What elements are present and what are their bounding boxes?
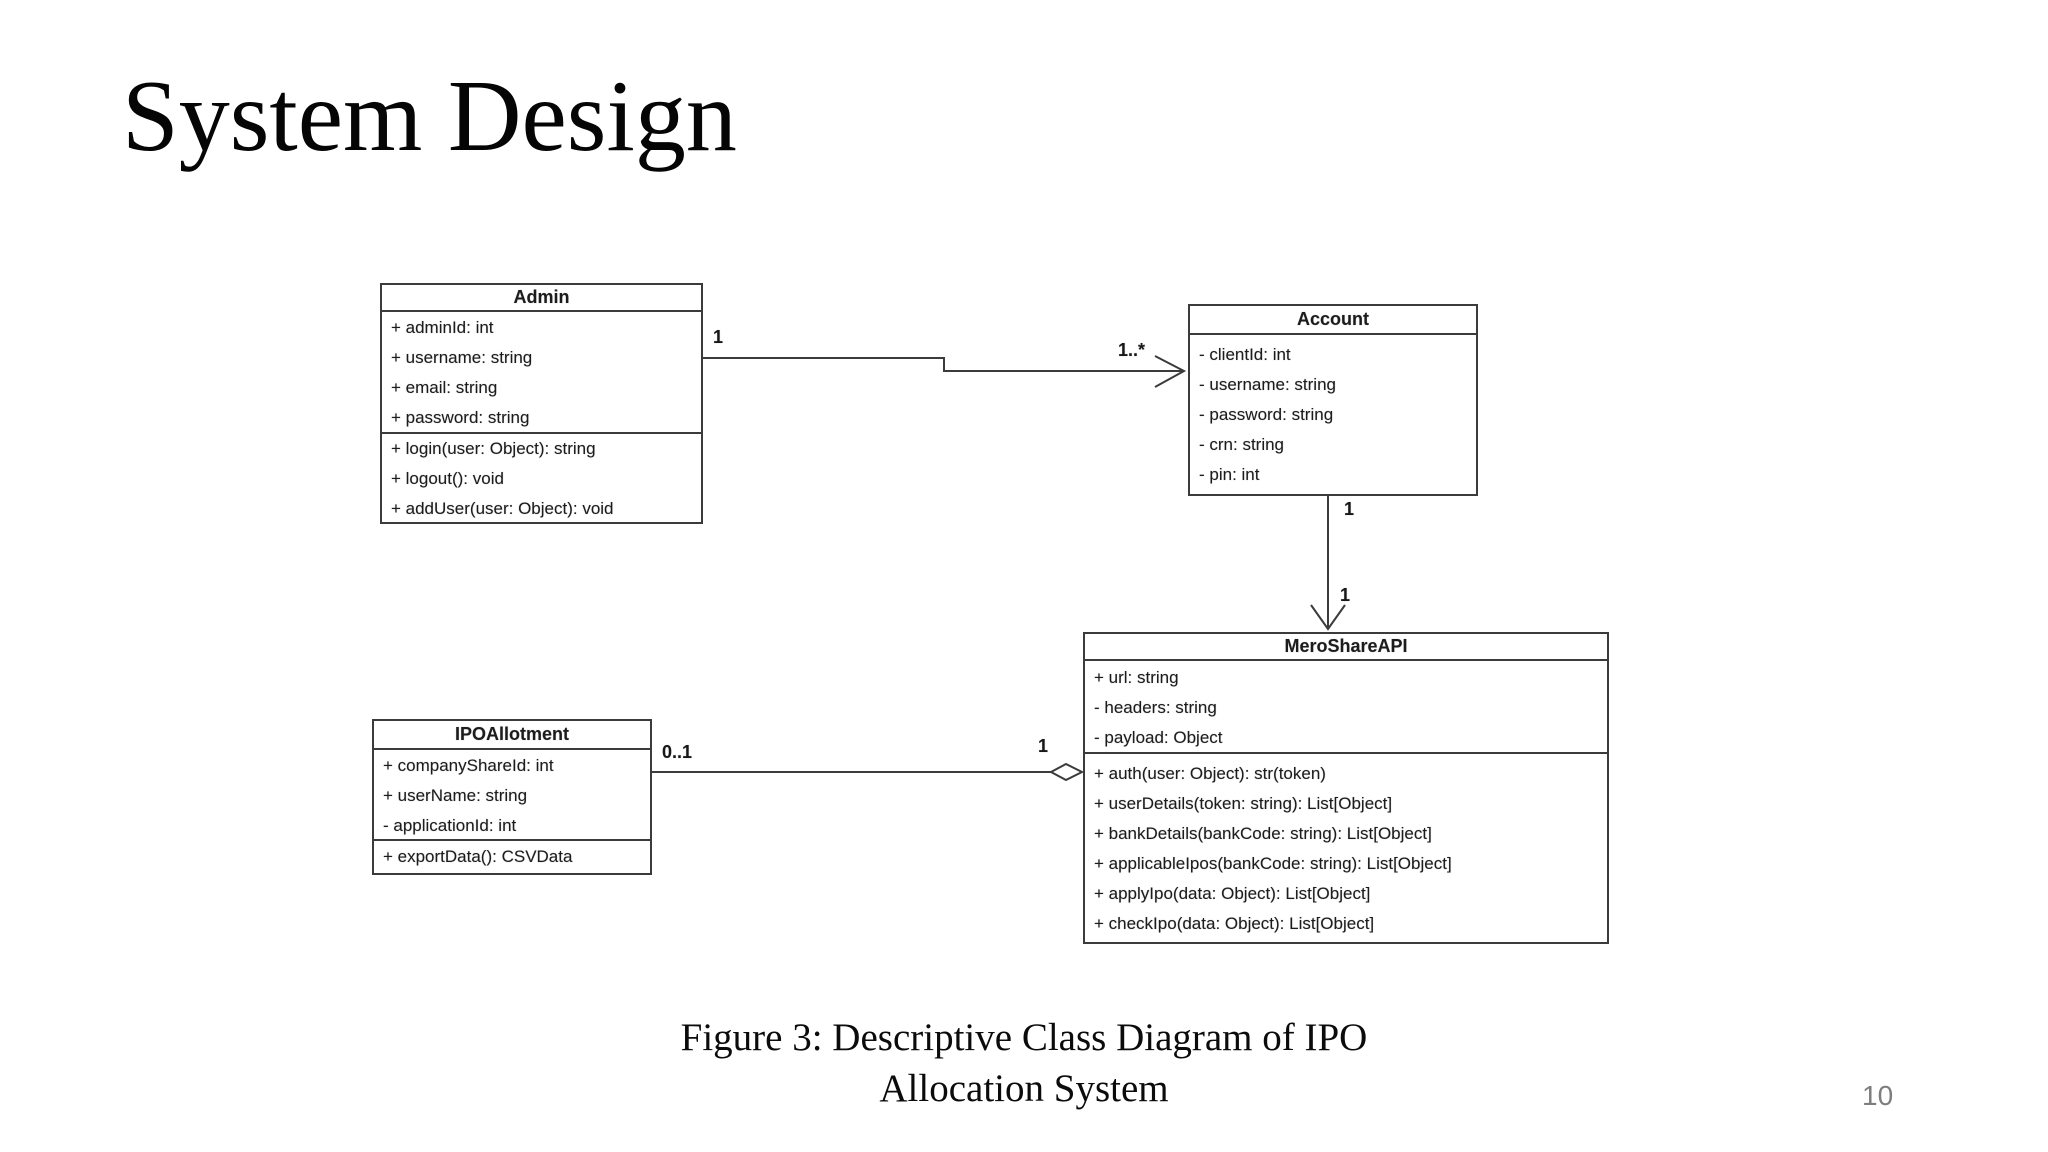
method-row: + exportData(): CSVData	[383, 847, 573, 866]
merosshareapi-attributes: + url: string - headers: string - payloa…	[1085, 659, 1607, 752]
multiplicity-ipoallotment-end: 0..1	[662, 742, 693, 762]
attribute-row: + userName: string	[383, 786, 528, 805]
attribute-row: - password: string	[1199, 405, 1334, 424]
class-name-ipoallotment: IPOAllotment	[454, 724, 569, 744]
attribute-row: + email: string	[391, 378, 498, 397]
multiplicity-admin-end: 1	[713, 327, 724, 347]
page-title: System Design	[122, 60, 737, 173]
figure-caption-line2: Allocation System	[879, 1067, 1169, 1110]
attribute-row: - pin: int	[1199, 465, 1260, 484]
ipoallotment-attributes: + companyShareId: int + userName: string…	[374, 748, 650, 839]
attribute-row: - headers: string	[1094, 698, 1217, 717]
aggregation-diamond-icon	[1048, 762, 1085, 782]
admin-attributes: + adminId: int + username: string + emai…	[382, 310, 701, 432]
attribute-row: - applicationId: int	[383, 816, 517, 835]
class-name-admin: Admin	[513, 287, 570, 307]
method-row: + applicableIpos(bankCode: string): List…	[1094, 854, 1452, 873]
method-row: + bankDetails(bankCode: string): List[Ob…	[1094, 824, 1432, 843]
attribute-row: + password: string	[391, 408, 530, 427]
multiplicity-merosshareapi-top: 1	[1340, 585, 1351, 605]
admin-account-arrowhead-icon	[1154, 355, 1187, 388]
multiplicity-merosshareapi-left: 1	[1038, 736, 1049, 756]
method-row: + userDetails(token: string): List[Objec…	[1094, 794, 1393, 813]
figure-caption: Figure 3: Descriptive Class Diagram of I…	[424, 1012, 1624, 1114]
method-row: + auth(user: Object): str(token)	[1094, 764, 1326, 783]
attribute-row: - payload: Object	[1094, 728, 1223, 747]
attribute-row: + adminId: int	[391, 318, 494, 337]
attribute-row: + companyShareId: int	[383, 756, 554, 775]
admin-methods: + login(user: Object): string + logout()…	[382, 432, 701, 522]
class-name-merosshareapi: MeroShareAPI	[1284, 636, 1408, 656]
method-row: + addUser(user: Object): void	[391, 499, 614, 518]
class-box-merosshareapi: MeroShareAPI + url: string - headers: st…	[1083, 632, 1609, 944]
multiplicity-account-end: 1..*	[1118, 340, 1146, 360]
class-box-ipoallotment: IPOAllotment + companyShareId: int + use…	[372, 719, 652, 875]
attribute-row: + url: string	[1094, 668, 1179, 687]
account-meroshare-arrowhead-icon	[1310, 604, 1346, 631]
method-row: + applyIpo(data: Object): List[Object]	[1094, 884, 1371, 903]
class-name-account: Account	[1297, 309, 1369, 329]
figure-caption-line1: Figure 3: Descriptive Class Diagram of I…	[680, 1016, 1368, 1059]
attribute-row: - clientId: int	[1199, 345, 1291, 364]
class-box-account: Account - clientId: int - username: stri…	[1188, 304, 1478, 496]
attribute-row: + username: string	[391, 348, 533, 367]
attribute-row: - username: string	[1199, 375, 1336, 394]
multiplicity-account-bottom: 1	[1344, 499, 1355, 519]
merosshareapi-methods: + auth(user: Object): str(token) + userD…	[1085, 752, 1607, 942]
admin-account-line	[703, 357, 1184, 372]
page-number: 10	[1862, 1080, 1894, 1111]
ipoallotment-methods: + exportData(): CSVData	[374, 839, 650, 873]
class-box-admin: Admin + adminId: int + username: string …	[380, 283, 703, 524]
method-row: + login(user: Object): string	[391, 439, 596, 458]
account-attributes: - clientId: int - username: string - pas…	[1190, 333, 1476, 494]
method-row: + logout(): void	[391, 469, 504, 488]
method-row: + checkIpo(data: Object): List[Object]	[1094, 914, 1375, 933]
attribute-row: - crn: string	[1199, 435, 1285, 454]
